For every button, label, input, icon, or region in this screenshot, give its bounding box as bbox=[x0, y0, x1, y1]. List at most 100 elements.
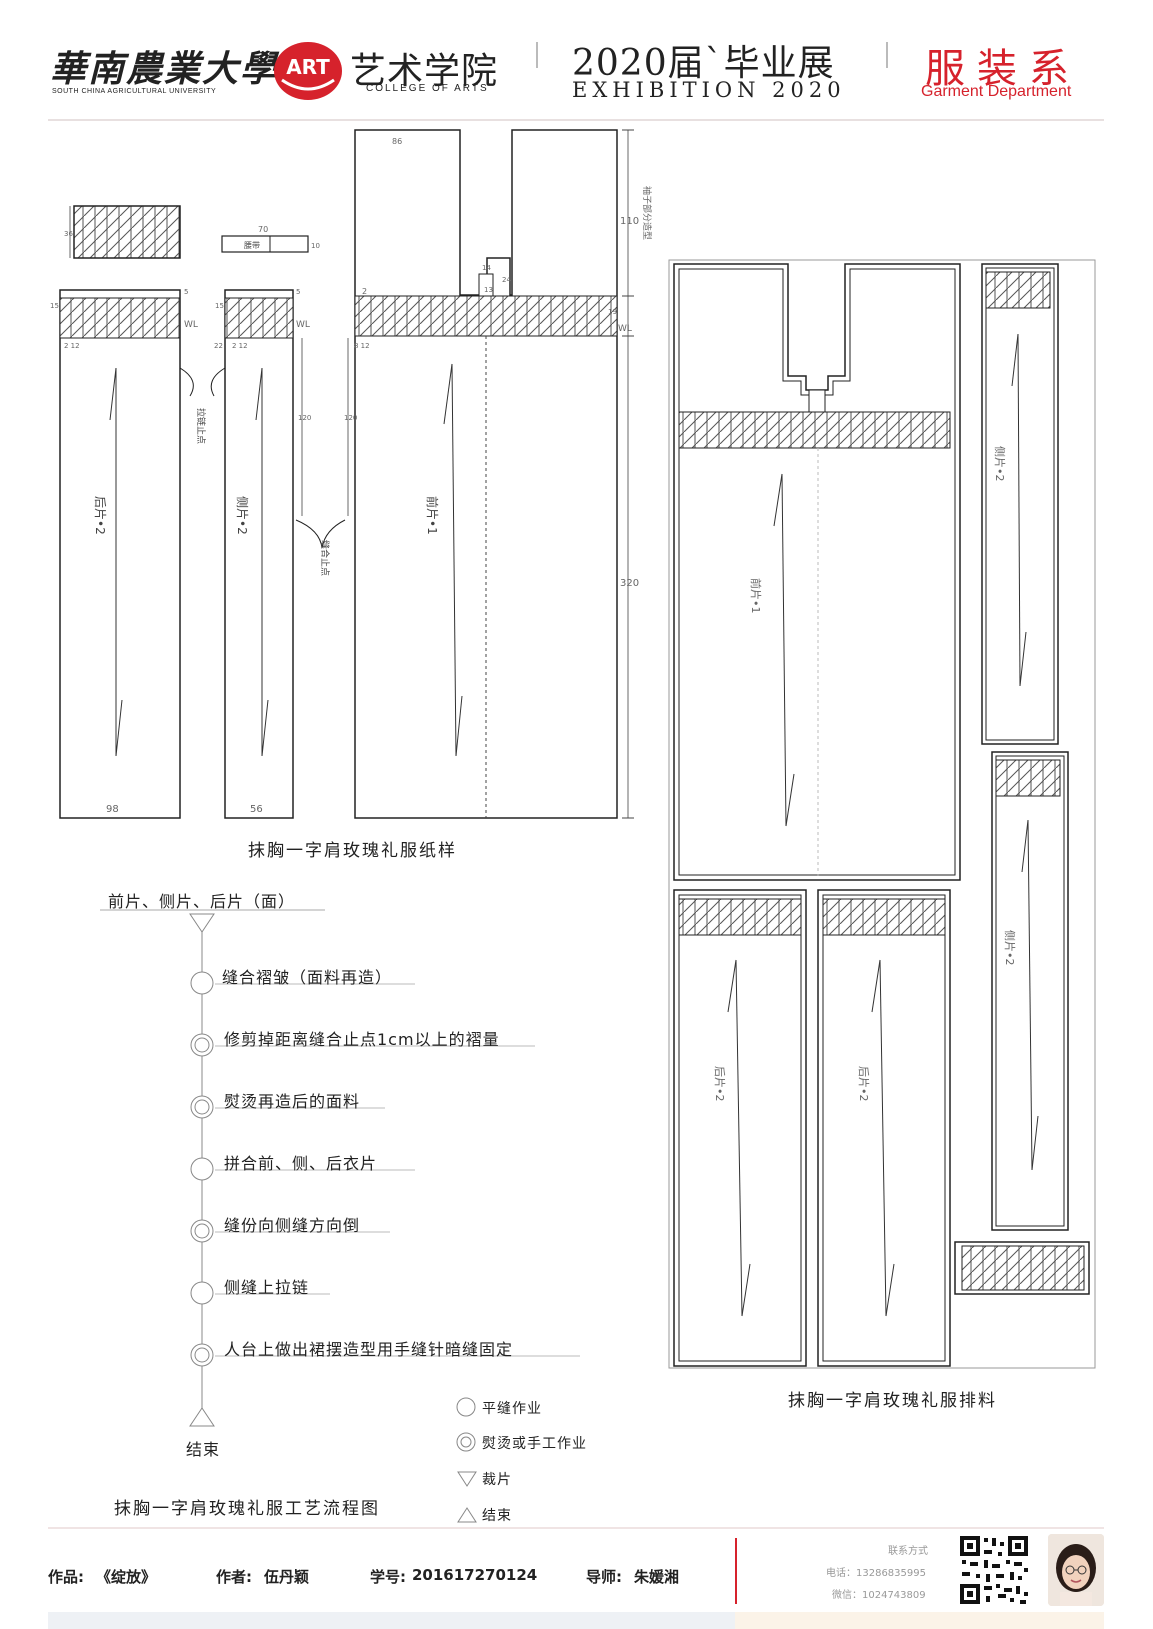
header-separator-1 bbox=[536, 42, 538, 68]
svg-text:WL: WL bbox=[296, 320, 310, 330]
back-piece: 15 5 WL 2 12 98 后片•2 bbox=[50, 288, 198, 819]
svg-text:后片•2: 后片•2 bbox=[713, 1066, 726, 1102]
svg-text:320: 320 bbox=[620, 578, 639, 589]
svg-text:侧片•2: 侧片•2 bbox=[235, 496, 249, 535]
flow-step-3: 熨烫再造后的面料 bbox=[224, 1092, 361, 1111]
contact-phone: 电话：13286835995 bbox=[826, 1568, 926, 1579]
legend-cutting: 裁片 bbox=[482, 1472, 512, 1488]
svg-text:86: 86 bbox=[392, 137, 402, 146]
svg-text:36: 36 bbox=[64, 230, 73, 238]
layout-drawing: 前片•1 侧片•2 侧片•2 后片•2 后片•2 bbox=[668, 259, 1096, 1369]
svg-text:10: 10 bbox=[311, 242, 320, 250]
svg-text:袖子部分造型: 袖子部分造型 bbox=[641, 186, 653, 240]
footer-band-accent bbox=[735, 1612, 1104, 1629]
art-logo-text: ART bbox=[286, 55, 330, 79]
svg-text:120: 120 bbox=[344, 414, 357, 422]
work-label: 作品: bbox=[48, 1568, 84, 1586]
art-logo-icon: ART bbox=[274, 42, 342, 100]
svg-text:侧片•2: 侧片•2 bbox=[1003, 930, 1016, 966]
legend-end-icon bbox=[457, 1507, 477, 1523]
svg-text:后片•2: 后片•2 bbox=[857, 1066, 870, 1102]
svg-text:13: 13 bbox=[484, 286, 493, 294]
qr-code-icon bbox=[958, 1534, 1030, 1606]
flat-seam-circle-icon bbox=[190, 1281, 214, 1305]
end-triangle-icon bbox=[189, 1407, 215, 1427]
small-hatched-piece: 36 bbox=[64, 205, 181, 259]
legend-flat-seam: 平缝作业 bbox=[482, 1401, 542, 1417]
flow-step-7: 人台上做出裙摆造型用手缝针暗缝固定 bbox=[224, 1340, 514, 1359]
svg-text:5: 5 bbox=[184, 288, 188, 296]
legend-ironing: 熨烫或手工作业 bbox=[482, 1436, 587, 1452]
svg-text:前片•1: 前片•1 bbox=[425, 496, 440, 535]
flow-chart bbox=[100, 909, 580, 1523]
svg-text:5: 5 bbox=[296, 288, 300, 296]
belt-piece: 70 10 腰带 bbox=[221, 225, 320, 253]
svg-text:14: 14 bbox=[482, 264, 491, 272]
university-name: 華南農業大學 bbox=[50, 48, 279, 90]
svg-text:56: 56 bbox=[250, 804, 263, 815]
cutting-triangle-icon bbox=[189, 913, 215, 933]
student-id-label: 学号: bbox=[370, 1568, 406, 1586]
flat-seam-circle-icon bbox=[190, 1157, 214, 1181]
svg-text:110: 110 bbox=[620, 216, 639, 227]
svg-text:120: 120 bbox=[298, 414, 311, 422]
flow-step-6: 侧缝上拉链 bbox=[224, 1278, 310, 1297]
department-name-en: Garment Department bbox=[921, 83, 1072, 100]
flow-step-2: 修剪掉距离缝合止点1cm以上的褶量 bbox=[224, 1030, 500, 1049]
contact-title: 联系方式 bbox=[888, 1546, 928, 1557]
svg-text:腰带: 腰带 bbox=[244, 241, 260, 250]
svg-text:24: 24 bbox=[502, 276, 511, 284]
exhibition-title-en: EXHIBITION 2020 bbox=[572, 78, 846, 102]
flow-end: 结束 bbox=[186, 1440, 221, 1459]
university-name-en: SOUTH CHINA AGRICULTURAL UNIVERSITY bbox=[52, 88, 217, 95]
student-id-value: 201617270124 bbox=[412, 1566, 538, 1584]
college-name: 艺术学院 bbox=[350, 51, 499, 92]
header-separator-2 bbox=[886, 42, 888, 68]
svg-text:WL: WL bbox=[184, 320, 198, 330]
flow-caption: 抹胸一字肩玫瑰礼服工艺流程图 bbox=[114, 1499, 380, 1519]
side-piece: 15 5 WL 22 2 12 56 侧片•2 120 bbox=[214, 288, 311, 819]
svg-text:2 12: 2 12 bbox=[64, 342, 80, 350]
college-name-en: COLLEGE OF ARTS bbox=[366, 83, 489, 94]
department-name: 服装系 bbox=[925, 46, 1081, 92]
svg-text:15: 15 bbox=[50, 302, 59, 310]
svg-text:22: 22 bbox=[214, 342, 223, 350]
svg-text:19: 19 bbox=[608, 308, 617, 316]
author-avatar bbox=[1048, 1534, 1104, 1606]
seam-stop-note: 缝合止点 bbox=[319, 540, 331, 576]
svg-text:15: 15 bbox=[215, 302, 224, 310]
layout-caption: 抹胸一字肩玫瑰礼服排料 bbox=[788, 1391, 997, 1411]
svg-text:98: 98 bbox=[106, 804, 119, 815]
author-label: 作者: bbox=[216, 1568, 252, 1586]
exhibition-title: 2020届`毕业展 bbox=[572, 43, 835, 84]
front-piece: 86 14 24 13 2 19 WL 8 12 120 前片•1 110 袖子… bbox=[344, 129, 653, 819]
work-value: 《绽放》 bbox=[96, 1568, 157, 1586]
flow-step-5: 缝份向侧缝方向倒 bbox=[224, 1216, 361, 1235]
svg-text:后片•2: 后片•2 bbox=[93, 496, 107, 535]
header-divider bbox=[48, 119, 1104, 121]
svg-text:8 12: 8 12 bbox=[354, 342, 370, 350]
svg-text:2: 2 bbox=[362, 287, 367, 296]
svg-text:70: 70 bbox=[258, 225, 268, 234]
art-logo: ART bbox=[272, 38, 344, 102]
flat-seam-circle-icon bbox=[190, 971, 214, 995]
legend-cutting-icon bbox=[457, 1471, 477, 1487]
flow-step-4: 拼合前、侧、后衣片 bbox=[224, 1154, 378, 1173]
advisor-label: 导师: bbox=[586, 1568, 622, 1586]
zipper-stop-note: 拉链止点 bbox=[195, 408, 207, 444]
svg-text:前片•1: 前片•1 bbox=[749, 578, 763, 614]
flow-start: 前片、侧片、后片（面） bbox=[108, 892, 296, 911]
pattern-caption: 抹胸一字肩玫瑰礼服纸样 bbox=[248, 841, 457, 861]
svg-text:WL: WL bbox=[618, 324, 632, 334]
flow-step-1: 缝合褶皱（面料再造） bbox=[222, 968, 393, 987]
legend-end: 结束 bbox=[482, 1508, 512, 1524]
footer-divider bbox=[48, 1527, 1104, 1529]
svg-text:2 12: 2 12 bbox=[232, 342, 248, 350]
footer-red-separator bbox=[735, 1538, 737, 1604]
svg-text:侧片•2: 侧片•2 bbox=[993, 446, 1006, 482]
author-value: 伍丹颖 bbox=[264, 1568, 310, 1586]
contact-wechat: 微信：1024743809 bbox=[832, 1590, 926, 1601]
legend-flat-seam-icon bbox=[456, 1397, 476, 1417]
advisor-value: 朱媛湘 bbox=[634, 1568, 680, 1586]
